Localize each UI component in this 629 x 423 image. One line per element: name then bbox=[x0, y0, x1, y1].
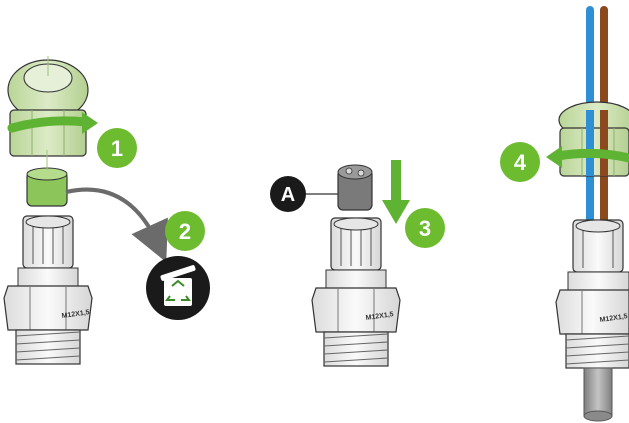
cable-end bbox=[584, 411, 612, 421]
curved-arrow-icon bbox=[66, 190, 158, 244]
step-badge-1: 1 bbox=[97, 128, 137, 168]
recycle-bin-icon bbox=[146, 256, 210, 320]
step-number: 4 bbox=[514, 150, 527, 175]
rotate-arrowhead bbox=[546, 146, 562, 168]
gray-seal bbox=[338, 165, 372, 210]
green-insert bbox=[27, 150, 67, 206]
gland-body bbox=[556, 220, 629, 368]
sealing-nut bbox=[8, 56, 88, 156]
callout-label: A bbox=[281, 184, 295, 206]
down-arrow-icon bbox=[382, 160, 410, 224]
step-number: 2 bbox=[179, 219, 191, 244]
gland-body bbox=[4, 216, 92, 364]
step-badge-2: 2 bbox=[165, 211, 205, 251]
step-number: 1 bbox=[111, 136, 123, 161]
rotate-arrowhead bbox=[82, 112, 98, 134]
cable bbox=[584, 368, 612, 416]
gland-stage-3: M12X1,5 4 bbox=[500, 10, 629, 421]
gland-body bbox=[312, 218, 400, 366]
step-number: 3 bbox=[419, 216, 431, 241]
gland-stage-1: M12X1,5 1 2 bbox=[4, 56, 210, 364]
gland-stage-2: A M12X1,5 bbox=[270, 160, 445, 366]
callout-badge-a: A bbox=[270, 176, 306, 212]
step-badge-4: 4 bbox=[500, 142, 540, 182]
step-badge-3: 3 bbox=[405, 208, 445, 248]
rotate-arrow-icon bbox=[558, 153, 629, 158]
